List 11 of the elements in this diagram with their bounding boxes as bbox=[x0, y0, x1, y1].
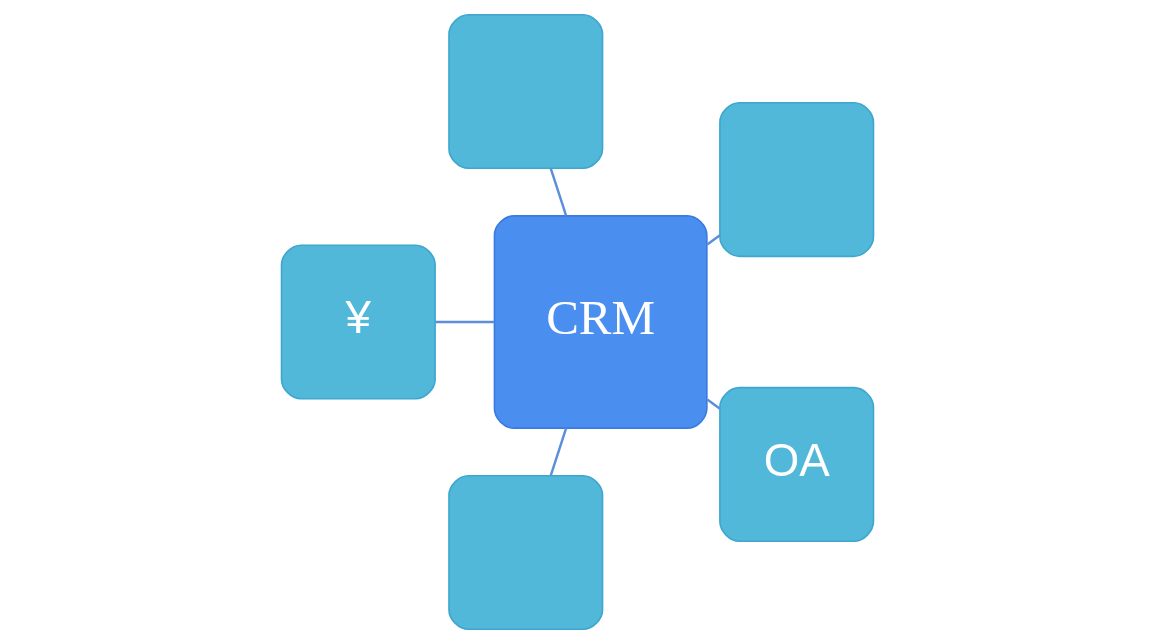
node-box bbox=[447, 13, 603, 170]
connector bbox=[706, 398, 720, 410]
node-box: OA bbox=[718, 386, 874, 543]
connector bbox=[549, 428, 567, 476]
node-box: ¥ bbox=[280, 244, 436, 400]
connector bbox=[434, 320, 494, 324]
node-box: CRM bbox=[493, 215, 708, 429]
connector bbox=[706, 234, 720, 246]
node-box bbox=[718, 101, 874, 258]
connector bbox=[549, 168, 567, 216]
node-box bbox=[447, 474, 603, 631]
